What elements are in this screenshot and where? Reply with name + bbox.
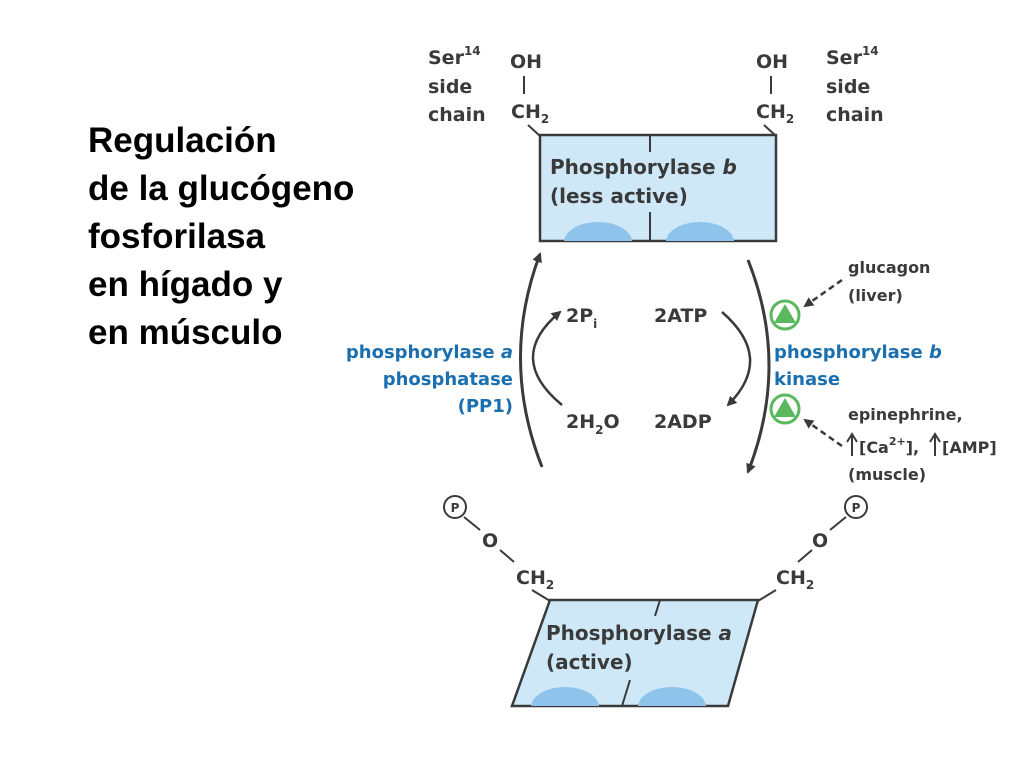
svg-text:chain: chain — [428, 104, 486, 126]
bottom-subunit-divider-upper — [654, 599, 661, 617]
svg-text:side: side — [826, 76, 870, 98]
atp-label: 2ATP — [654, 305, 707, 327]
top-right-hydroxyl-group: OH CH2 — [756, 51, 794, 126]
right-phosphate-icon — [844, 495, 868, 519]
bottom-left-phosphate-group: P O CH2 — [443, 495, 554, 602]
amp-up-arrow-icon — [929, 432, 941, 456]
phosphatase-label: phosphorylase a phosphatase (PP1) — [346, 342, 513, 417]
atp-to-adp-arrow — [721, 311, 752, 407]
top-left-side-chain-label: Ser14 side chain — [428, 44, 486, 126]
svg-text:CH2: CH2 — [516, 567, 554, 592]
svg-text:Ser14: Ser14 — [826, 44, 879, 69]
glucagon-activator-icon — [769, 299, 801, 331]
svg-text:P: P — [451, 501, 460, 515]
svg-text:O: O — [812, 530, 828, 552]
title-line-5: en músculo — [88, 313, 282, 352]
pi-release-arrow — [531, 310, 563, 406]
top-binding-site-right — [666, 222, 734, 241]
bottom-binding-site-left — [531, 687, 599, 706]
bottom-binding-site-right — [638, 687, 706, 706]
bottom-right-phosphate-group: P O CH2 — [757, 495, 868, 602]
svg-text:phosphatase: phosphatase — [383, 369, 513, 390]
bottom-subunit-divider-lower — [621, 679, 631, 707]
adp-label: 2ADP — [654, 411, 712, 433]
pi-label: 2Pi — [566, 305, 597, 331]
svg-text:[Ca2+],: [Ca2+], — [859, 435, 919, 457]
kinase-label: phosphorylase b kinase — [774, 342, 942, 390]
phosphorylase-a-state: (active) — [546, 650, 633, 674]
glucagon-dashed-arrow — [803, 278, 843, 308]
svg-text:O: O — [482, 530, 498, 552]
svg-text:(liver): (liver) — [848, 286, 903, 305]
svg-text:P: P — [852, 501, 861, 515]
svg-text:[AMP]: [AMP] — [942, 438, 997, 457]
title-line-1: Regulación — [88, 121, 277, 160]
svg-text:phosphorylase b: phosphorylase b — [774, 342, 942, 363]
glucagon-label: glucagon (liver) — [848, 258, 930, 305]
svg-text:(muscle): (muscle) — [848, 465, 926, 484]
svg-text:chain: chain — [826, 104, 884, 126]
calcium-up-arrow-icon — [846, 432, 858, 456]
svg-text:CH2: CH2 — [511, 101, 549, 126]
epinephrine-label: epinephrine, [Ca2+], [AMP] (muscle) — [846, 405, 997, 484]
svg-text:OH: OH — [510, 51, 542, 73]
svg-text:Ser14: Ser14 — [428, 44, 481, 69]
svg-text:CH2: CH2 — [756, 101, 794, 126]
top-binding-site-left — [564, 222, 632, 241]
phosphorylase-a-name: Phosphorylase a — [546, 621, 732, 645]
water-label: 2H2O — [566, 411, 620, 437]
left-phosphate-icon — [443, 495, 467, 519]
title-line-2: de la glucógeno — [88, 169, 354, 208]
top-right-side-chain-label: Ser14 side chain — [826, 44, 884, 126]
svg-text:phosphorylase a: phosphorylase a — [346, 342, 513, 363]
phosphorylase-b-box: Phosphorylase b (less active) — [538, 133, 778, 243]
svg-text:glucagon: glucagon — [848, 258, 930, 277]
svg-text:kinase: kinase — [774, 369, 840, 390]
epinephrine-dashed-arrow — [803, 418, 843, 448]
svg-text:side: side — [428, 76, 472, 98]
svg-text:CH2: CH2 — [776, 567, 814, 592]
top-left-connector — [527, 124, 541, 137]
svg-text:(PP1): (PP1) — [458, 396, 513, 417]
top-left-hydroxyl-group: OH CH2 — [510, 51, 549, 126]
page-title: Regulación de la glucógeno fosforilasa e… — [88, 121, 364, 352]
svg-text:epinephrine,: epinephrine, — [848, 405, 963, 424]
left-cycle-arrow — [519, 252, 544, 468]
epinephrine-activator-icon — [769, 393, 801, 425]
svg-text:OH: OH — [756, 51, 788, 73]
phosphorylase-b-name: Phosphorylase b — [550, 155, 737, 179]
phosphorylase-b-state: (less active) — [550, 184, 688, 208]
right-cycle-arrow — [746, 259, 771, 474]
title-line-3: fosforilasa — [88, 217, 266, 256]
phosphorylase-a-box: Phosphorylase a (active) — [510, 598, 760, 708]
title-line-4: en hígado y — [88, 265, 283, 304]
